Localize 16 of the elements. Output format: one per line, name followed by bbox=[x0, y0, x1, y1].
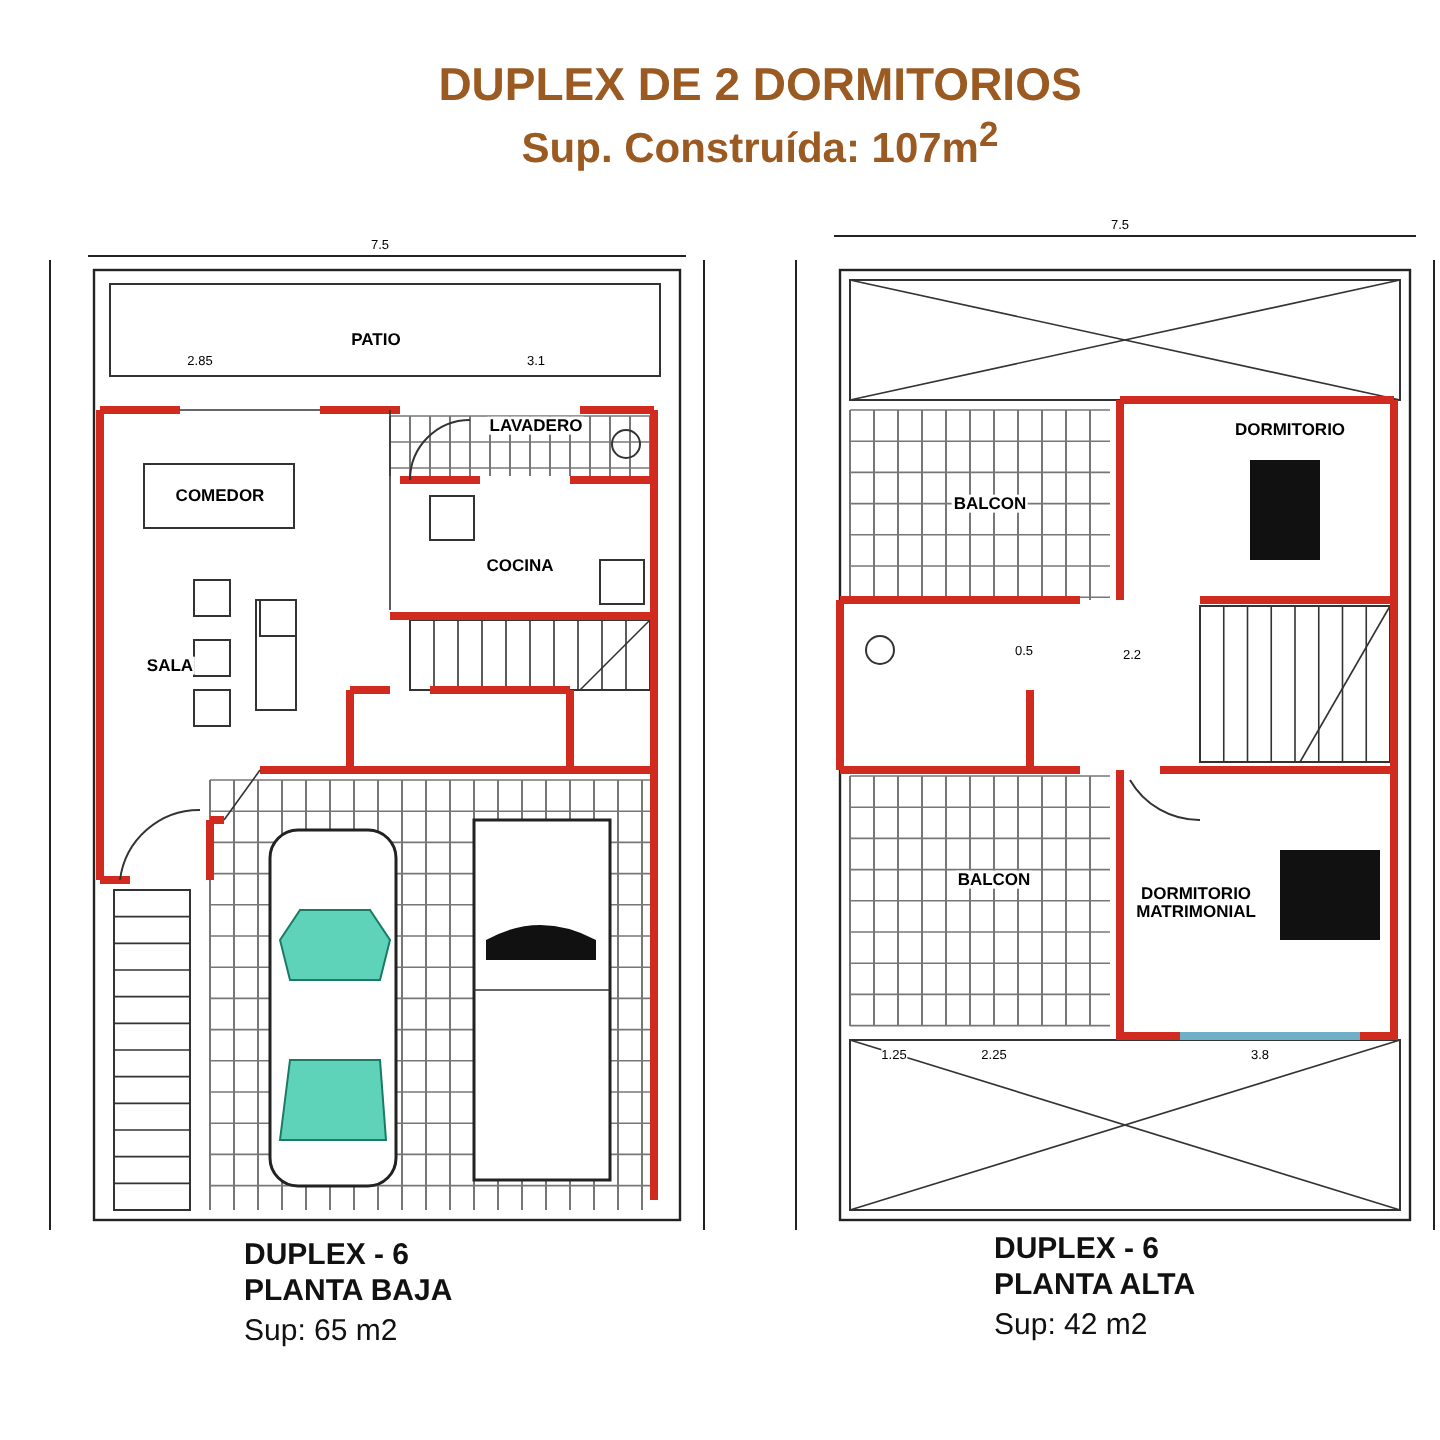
title: DUPLEX DE 2 DORMITORIOS bbox=[438, 60, 1082, 111]
room-label: COCINA bbox=[484, 556, 556, 576]
plan-name: PLANTA BAJA bbox=[244, 1276, 453, 1309]
room-label: LAVADERO bbox=[487, 416, 585, 436]
area-label: Sup: 65 m2 bbox=[244, 1316, 398, 1349]
room-label: PATIO bbox=[349, 330, 403, 350]
area-heading: Sup. Construída: 107m$^{2}$ bbox=[521, 116, 999, 173]
plan-name: PLANTA ALTA bbox=[994, 1270, 1196, 1303]
room-label: BALCON bbox=[955, 870, 1033, 890]
room-label: DORMITORIO bbox=[1232, 420, 1348, 440]
plan-name: DUPLEX - 6 bbox=[244, 1240, 410, 1273]
room-label: COMEDOR bbox=[173, 486, 267, 506]
plan-name: DUPLEX - 6 bbox=[994, 1234, 1160, 1267]
room-label: BALCON bbox=[951, 494, 1029, 514]
area-label: Sup: 42 m2 bbox=[994, 1310, 1148, 1343]
room-label: SALA bbox=[144, 656, 196, 676]
